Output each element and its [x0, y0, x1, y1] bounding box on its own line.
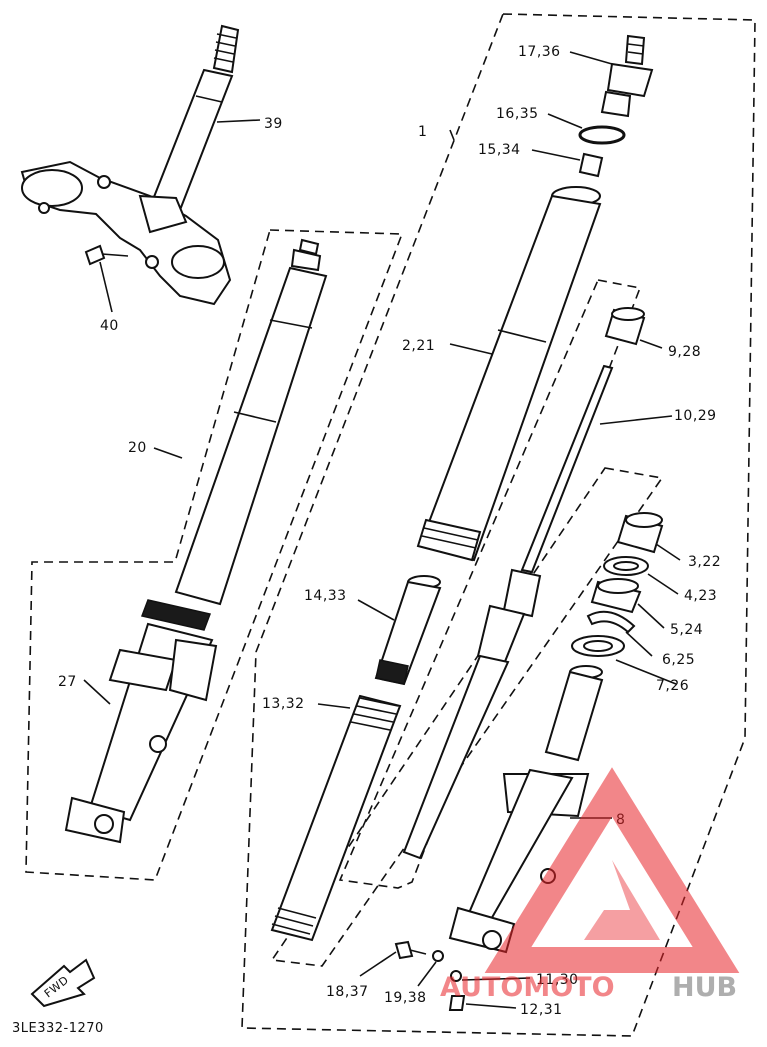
oil-seal-5 [590, 578, 642, 614]
washer-19 [432, 950, 444, 962]
cap-bolt-17 [600, 34, 654, 118]
callout-4-23: 4,23 [684, 588, 717, 604]
callout-7-26: 7,26 [656, 678, 689, 694]
dashed-group-outline-20 [25, 229, 404, 881]
outer-tube-8 [448, 665, 604, 954]
callout-39: 39 [264, 116, 283, 132]
callout-27: 27 [58, 674, 77, 690]
callout-6-25: 6,25 [662, 652, 695, 668]
callout-1: 1 [418, 124, 427, 140]
watermark-text-red: AUTOMOTO [440, 972, 615, 1003]
automotohub-watermark: AUTOMOTO HUB [440, 767, 740, 1003]
callout-18-37: 18,37 [326, 984, 369, 1000]
collar-9 [604, 307, 646, 346]
callout-3-22: 3,22 [688, 554, 721, 570]
dashed-group-outline-9-10 [338, 279, 642, 889]
steering-stem-39 [20, 24, 240, 306]
inner-tube-2 [416, 186, 602, 562]
drain-bolt-18 [394, 940, 427, 960]
washer-11 [450, 970, 462, 982]
spacer-14 [374, 575, 442, 686]
damper-rod-10 [402, 364, 614, 860]
callout-5-24: 5,24 [670, 622, 703, 638]
fork-spring-13 [270, 694, 402, 942]
dashed-group-outline-3-7 [270, 467, 664, 967]
circlip-6 [586, 610, 636, 634]
diagram-code: 3LE332-1270 [12, 1021, 104, 1036]
callout-10-29: 10,29 [674, 408, 717, 424]
callout-16-35: 16,35 [496, 106, 539, 122]
dashed-group-outline-1 [241, 13, 756, 1037]
callout-20: 20 [128, 440, 147, 456]
guide-bush-3 [616, 512, 664, 554]
callout-labels: 39 40 20 27 1 17,36 16,35 15,34 2,21 9,2… [58, 44, 721, 1018]
callout-15-34: 15,34 [478, 142, 521, 158]
o-ring-16 [578, 125, 626, 145]
callout-13-32: 13,32 [262, 696, 305, 712]
callout-14-33: 14,33 [304, 588, 347, 604]
callout-12-31: 12,31 [520, 1002, 563, 1018]
fork-assembly-20 [64, 238, 328, 844]
forward-direction-arrow: FWD [30, 958, 96, 1008]
bolt-12 [448, 995, 466, 1011]
watermark-text-gray: HUB [672, 972, 737, 1003]
watermark-logo-triangle [484, 767, 740, 973]
pinch-bolt-40 [84, 244, 129, 266]
callout-40: 40 [100, 318, 119, 334]
callout-19-38: 19,38 [384, 990, 427, 1006]
callout-17-36: 17,36 [518, 44, 561, 60]
washer-4 [603, 556, 649, 576]
callout-9-28: 9,28 [668, 344, 701, 360]
nut-15 [578, 152, 604, 178]
callout-2-21: 2,21 [402, 338, 435, 354]
dust-seal-7 [571, 635, 625, 657]
callout-11-30: 11,30 [536, 972, 579, 988]
